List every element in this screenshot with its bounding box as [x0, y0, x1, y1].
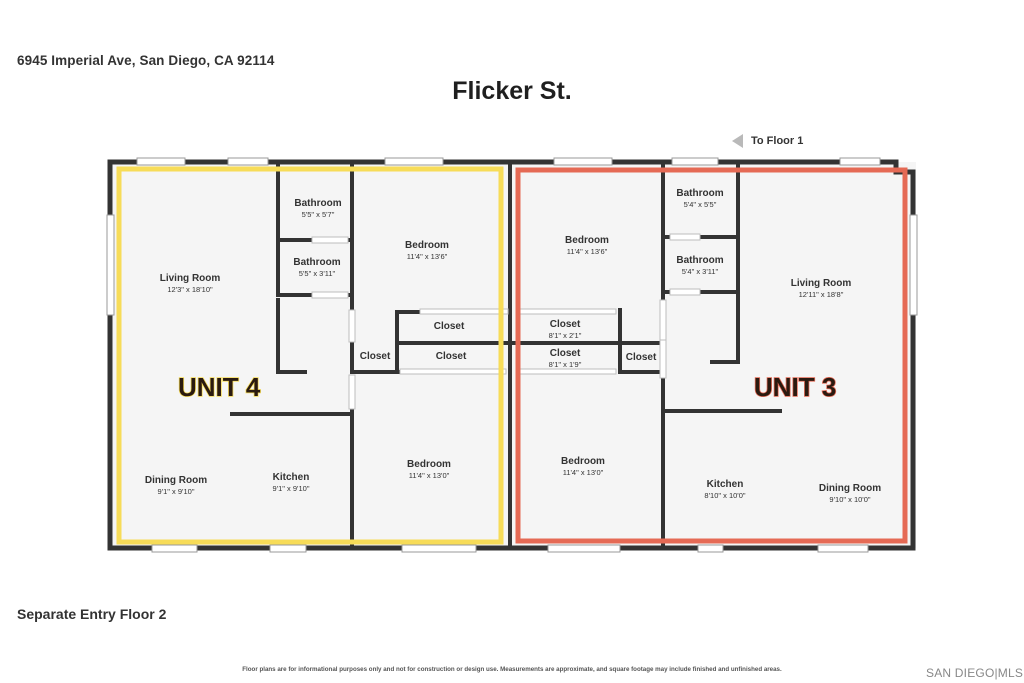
room-name: Closet [550, 348, 581, 359]
to-floor-label: To Floor 1 [751, 135, 804, 147]
unit-3-outline [515, 167, 908, 544]
floor-area [110, 162, 916, 548]
to-floor-link[interactable]: To Floor 1 [732, 134, 803, 148]
street-label: Flicker St. [452, 77, 572, 105]
arrow-left-icon [732, 134, 743, 148]
room-dims: 9'10" x 10'0" [829, 495, 870, 504]
room-name: Bedroom [405, 240, 449, 251]
room-name: Closet [434, 321, 465, 332]
room-name: Closet [550, 319, 581, 330]
room-name: Closet [626, 352, 657, 363]
room-name: Closet [436, 351, 467, 362]
room-name: Bathroom [676, 255, 723, 266]
windows [106, 157, 918, 553]
unit-4-rooms: Living Room 12'3" x 18'10" Bathroom 5'5"… [145, 198, 467, 496]
room-dims: 11'4" x 13'6" [567, 247, 608, 256]
room-name: Dining Room [819, 483, 881, 494]
mls-logo: SAN DIEGO|MLS [926, 666, 1024, 680]
room-dims: 11'4" x 13'0" [409, 471, 450, 480]
property-address: 6945 Imperial Ave, San Diego, CA 92114 [17, 53, 275, 68]
unit-3-rooms: Bedroom 11'4" x 13'6" Bathroom 5'4" x 5'… [549, 188, 882, 504]
room-dims: 12'3" x 18'10" [167, 285, 213, 294]
room-dims: 11'4" x 13'6" [407, 252, 448, 261]
room-name: Closet [360, 351, 391, 362]
interior-walls [230, 160, 782, 550]
room-name: Bedroom [407, 459, 451, 470]
room-dims: 5'4" x 3'11" [682, 267, 719, 276]
room-name: Kitchen [273, 472, 310, 483]
floor-entry-label: Separate Entry Floor 2 [17, 606, 167, 622]
room-dims: 11'4" x 13'0" [563, 468, 604, 477]
door-openings [311, 233, 701, 410]
room-name: Bedroom [561, 456, 605, 467]
exterior-walls [107, 159, 916, 551]
room-dims: 9'1" x 9'10" [158, 487, 195, 496]
unit-3-label: UNIT 3 [754, 372, 836, 402]
room-dims: 9'1" x 9'10" [273, 484, 310, 493]
room-name: Bathroom [676, 188, 723, 199]
disclaimer-text: Floor plans are for informational purpos… [242, 666, 782, 673]
room-dims: 5'4" x 5'5" [684, 200, 717, 209]
room-dims: 5'5" x 5'7" [302, 210, 335, 219]
room-name: Bedroom [565, 235, 609, 246]
room-dims: 8'10" x 10'0" [704, 491, 745, 500]
room-dims: 5'5" x 3'11" [299, 269, 336, 278]
unit-4-outline [116, 166, 504, 545]
room-name: Living Room [791, 278, 852, 289]
room-name: Bathroom [294, 198, 341, 209]
room-name: Bathroom [293, 257, 340, 268]
room-name: Kitchen [707, 479, 744, 490]
room-dims: 12'11" x 18'8" [799, 290, 844, 299]
unit-4-label: UNIT 4 [178, 372, 261, 402]
room-name: Living Room [160, 273, 221, 284]
room-dims: 8'1" x 2'1" [549, 331, 582, 340]
room-dims: 8'1" x 1'9" [549, 360, 582, 369]
room-name: Dining Room [145, 475, 207, 486]
